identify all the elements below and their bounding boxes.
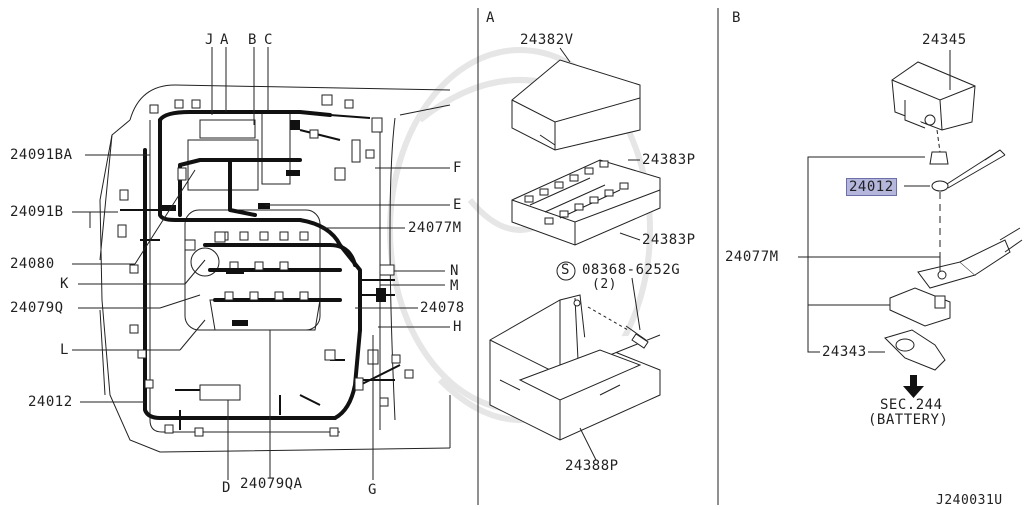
callout-j[interactable]: J (205, 32, 214, 48)
part-24079QA[interactable]: 24079QA (240, 476, 303, 492)
callout-l[interactable]: L (60, 342, 69, 358)
terminal-cover-24345 (891, 61, 976, 131)
callout-c[interactable]: C (264, 32, 273, 48)
part-24080[interactable]: 24080 (10, 256, 55, 272)
callout-a[interactable]: A (220, 32, 229, 48)
fuse-box-base-24388P (489, 294, 661, 441)
callout-f[interactable]: F (453, 160, 462, 176)
arrow-down-icon (903, 375, 924, 398)
part-24388P[interactable]: 24388P (565, 458, 619, 474)
fuse-box-cover-24382V (511, 59, 641, 151)
callout-k[interactable]: K (60, 276, 69, 292)
callout-b[interactable]: B (248, 32, 257, 48)
wire-harness-main (143, 110, 362, 420)
part-24091B[interactable]: 24091B (10, 204, 64, 220)
panel-label-b: B (732, 10, 741, 26)
part-24343[interactable]: 24343 (822, 344, 867, 360)
part-24012-highlighted[interactable]: 24012 (846, 178, 897, 196)
connectors (117, 94, 414, 437)
part-24012-main[interactable]: 24012 (28, 394, 73, 410)
bolt-quantity: (2) (592, 277, 617, 292)
panel-label-a: A (486, 10, 495, 26)
sec-reference[interactable]: SEC.244 (880, 397, 943, 413)
cable-24012 (931, 149, 1006, 192)
diagram-id: J240031U (936, 493, 1003, 508)
bracket-lines (798, 156, 941, 353)
part-24382V[interactable]: 24382V (520, 32, 574, 48)
callout-h[interactable]: H (453, 319, 462, 335)
part-24383P-top[interactable]: 24383P (642, 152, 696, 168)
battery-terminal-24077M (917, 227, 1023, 289)
battery-caption: (BATTERY) (868, 412, 949, 428)
callout-g[interactable]: G (368, 482, 377, 498)
callout-e[interactable]: E (453, 197, 462, 213)
leader-lines-main (72, 47, 450, 480)
part-24078[interactable]: 24078 (420, 300, 465, 316)
bolt-s-mark: S (561, 262, 570, 278)
part-24345[interactable]: 24345 (922, 32, 967, 48)
part-24077M-b[interactable]: 24077M (725, 249, 779, 265)
part-24079Q[interactable]: 24079Q (10, 300, 64, 316)
terminal-clamp (889, 287, 951, 327)
callout-m[interactable]: M (450, 278, 459, 294)
part-24077M-main[interactable]: 24077M (408, 220, 462, 236)
terminal-nut (929, 151, 949, 165)
connector-black-blocks (162, 120, 386, 326)
part-08368-6252G[interactable]: 08368-6252G (582, 262, 681, 278)
callout-n[interactable]: N (450, 263, 459, 279)
callout-d[interactable]: D (222, 480, 231, 496)
bolt-08368-6252G (556, 261, 649, 349)
part-24091BA[interactable]: 24091BA (10, 147, 73, 163)
battery-terminal-24343 (884, 329, 946, 371)
fuse-block-24383P (511, 159, 661, 246)
part-24383P-bottom[interactable]: 24383P (642, 232, 696, 248)
